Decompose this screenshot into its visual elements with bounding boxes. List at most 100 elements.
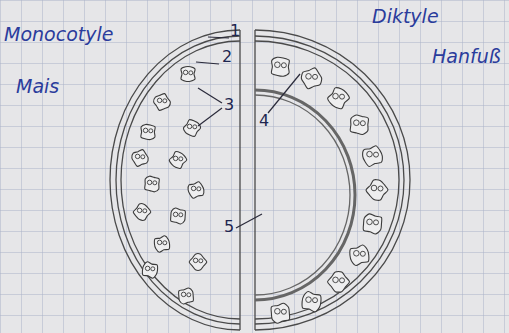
vessel <box>183 70 187 74</box>
vessel <box>193 125 197 129</box>
vascular-bundle <box>271 57 289 76</box>
vessel <box>197 187 201 191</box>
vessel <box>145 266 149 270</box>
vessel <box>374 220 379 225</box>
vessel <box>179 157 183 161</box>
vascular-bundle <box>142 262 157 278</box>
vessel <box>187 293 191 297</box>
callout-number: 5 <box>224 218 234 236</box>
vascular-bundle <box>366 180 388 201</box>
pith-border <box>255 90 355 300</box>
vessel <box>153 181 157 185</box>
vessel <box>135 154 139 158</box>
vessel <box>313 74 318 79</box>
vascular-bundle <box>328 88 350 109</box>
vessel <box>367 151 373 157</box>
epidermis-ring <box>116 36 240 324</box>
vessel <box>275 308 281 314</box>
vessel <box>163 99 167 103</box>
vascular-bundle <box>141 124 155 139</box>
vessel <box>281 309 286 314</box>
vessel <box>199 259 203 263</box>
vessel <box>141 155 145 159</box>
vascular-bundle <box>154 94 171 111</box>
vessel <box>333 277 339 283</box>
vascular-bundle <box>133 204 151 221</box>
vascular-bundle <box>132 150 148 167</box>
leader-line <box>208 37 229 38</box>
vessel <box>187 124 191 128</box>
vessel <box>367 219 373 225</box>
vascular-bundle <box>301 68 321 89</box>
epidermis-ring <box>255 41 399 319</box>
vascular-bundle <box>302 291 321 311</box>
leader-line <box>198 108 222 126</box>
vessel <box>333 93 339 99</box>
vessel <box>137 208 141 212</box>
vascular-bundle <box>154 236 169 252</box>
vascular-bundle <box>328 272 350 293</box>
vessel <box>147 180 151 184</box>
plant-name: Mais <box>16 76 59 97</box>
vessel <box>157 98 161 102</box>
cut-line <box>239 30 240 330</box>
vessel <box>143 209 147 213</box>
vessel <box>191 186 195 190</box>
epidermis-ring <box>121 41 240 319</box>
vascular-bundle <box>350 115 368 135</box>
vascular-bundle <box>350 245 369 266</box>
vessel <box>151 267 155 271</box>
vascular-bundle <box>189 254 207 270</box>
vascular-bundle <box>181 67 195 82</box>
vessel <box>340 94 345 99</box>
leader-line <box>198 88 222 103</box>
vessel <box>306 74 312 80</box>
callout-number: 1 <box>230 22 240 40</box>
vessel <box>360 121 365 126</box>
vessel <box>275 62 281 68</box>
vascular-bundle <box>271 303 290 323</box>
leader-line <box>236 214 262 228</box>
leader-line <box>268 74 300 113</box>
callout-number: 2 <box>222 48 232 66</box>
group-title: Monocotyle <box>4 24 113 45</box>
pith-border <box>255 95 350 295</box>
callout-number: 3 <box>224 96 234 114</box>
vessel <box>313 298 318 303</box>
vessel <box>354 250 360 256</box>
vascular-bundle <box>171 208 186 224</box>
vessel <box>179 213 183 217</box>
vessel <box>173 156 177 160</box>
callout-number: 4 <box>259 112 269 130</box>
vascular-bundle <box>169 152 186 169</box>
plant-name: Hanfuß <box>432 46 501 67</box>
vessel <box>181 292 185 296</box>
group-title: Diktyle <box>372 6 439 27</box>
vascular-bundle <box>179 288 194 304</box>
vascular-bundle <box>145 176 160 192</box>
vessel <box>193 258 197 262</box>
vascular-bundle <box>188 182 204 199</box>
vessel <box>371 185 377 191</box>
vascular-bundle <box>363 214 382 234</box>
vascular-bundle <box>363 146 383 167</box>
vessel <box>157 240 161 244</box>
vessel <box>354 120 360 126</box>
vessel <box>340 278 345 283</box>
vessel <box>378 186 383 191</box>
epidermis-ring <box>255 36 404 324</box>
vessel <box>163 241 167 245</box>
vessel <box>360 251 365 256</box>
epidermis-ring <box>110 30 240 330</box>
vessel <box>306 297 312 303</box>
vessel <box>189 71 193 75</box>
vessel <box>143 128 147 132</box>
cut-line <box>254 30 255 330</box>
vessel <box>374 152 379 157</box>
vascular-bundle <box>183 120 200 137</box>
vessel <box>173 212 177 216</box>
vessel <box>281 63 286 68</box>
vessel <box>149 129 153 133</box>
leader-line <box>196 62 219 64</box>
